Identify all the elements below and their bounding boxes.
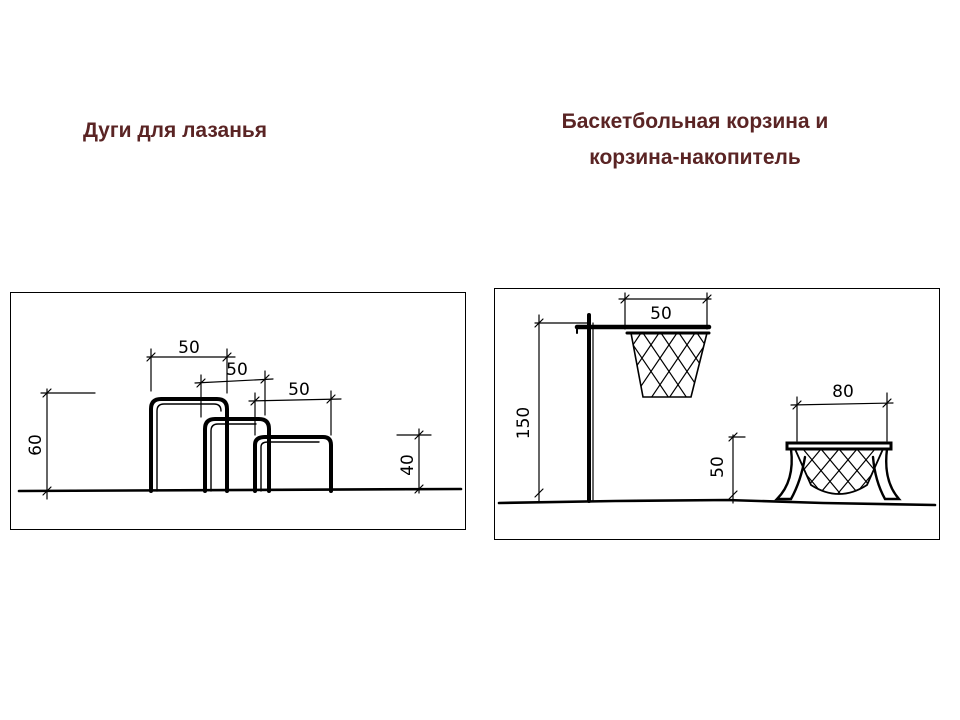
dim-width-1: 50 (178, 338, 200, 358)
dim-width-2: 50 (226, 360, 248, 380)
climbing-arches-drawing: 50 50 50 60 40 (17, 338, 463, 500)
dim-basket-height: 50 (708, 456, 728, 478)
title-basketball-line-1: Баскетбольная корзина и (561, 110, 829, 133)
dim-pole-height: 150 (514, 407, 534, 439)
dim-height-short: 40 (398, 454, 418, 476)
basketball-baskets-drawing: 50 150 80 50 (497, 292, 937, 507)
title-climbing-arches: Дуги для лазанья (82, 119, 268, 142)
title-basketball-line-2: корзина-накопитель (589, 146, 801, 169)
ground-line (17, 487, 463, 493)
dim-basket-width: 80 (832, 382, 854, 402)
dim-hoop-width: 50 (650, 304, 672, 324)
dim-width-3: 50 (288, 380, 310, 400)
dim-height-tall: 60 (26, 434, 46, 456)
basketball-baskets-diagram: 50 150 80 50 (494, 288, 940, 540)
climbing-arches-diagram: 50 50 50 60 40 (10, 292, 466, 530)
title-basketball-baskets: Баскетбольная корзина и корзина-накопите… (500, 104, 890, 176)
